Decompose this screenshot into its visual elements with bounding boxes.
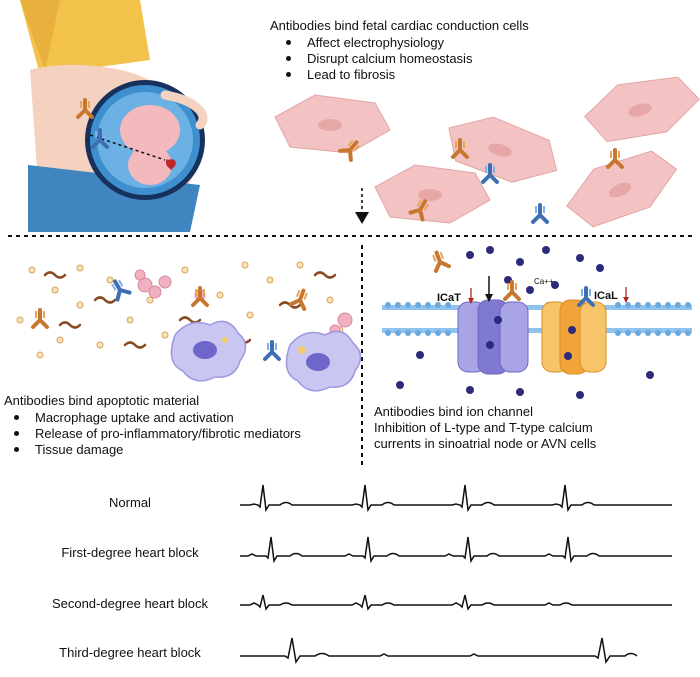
left-bullet-list: Macrophage uptake and activation Release… — [14, 410, 301, 458]
ecg-first-degree — [240, 536, 672, 564]
bullet-dot-icon — [14, 431, 19, 437]
ical-label: ICaL — [594, 290, 618, 302]
top-bullet-item: Lead to fibrosis — [286, 67, 472, 83]
ion-channel-membrane — [382, 246, 692, 399]
bullet-dot-icon — [286, 40, 291, 46]
ecg-panel — [235, 479, 675, 669]
ecg-third-degree — [240, 637, 638, 664]
left-heading: Antibodies bind apoptotic material — [4, 393, 200, 408]
left-bullet-item: Tissue damage — [14, 442, 301, 458]
ecg-normal — [240, 484, 672, 513]
right-heading-line1: Antibodies bind ion channel — [374, 404, 534, 419]
icat-label: ICaT — [437, 292, 461, 304]
pregnancy-illustration — [20, 0, 208, 232]
ecg-label-normal: Normal — [109, 495, 151, 510]
left-bullet-item: Release of pro-inflammatory/fibrotic med… — [14, 426, 301, 442]
ecg-label-third-degree: Third-degree heart block — [59, 645, 201, 660]
bullet-dot-icon — [286, 56, 291, 62]
right-heading-line3: currents in sinoatrial node or AVN cells — [374, 436, 597, 451]
top-heading: Antibodies bind fetal cardiac conduction… — [270, 18, 529, 33]
right-heading-line2: Inhibition of L-type and T-type calcium — [374, 420, 593, 435]
calcium-label: Ca++ — [534, 277, 554, 286]
top-bullet-item: Disrupt calcium homeostasis — [286, 51, 472, 67]
down-arrow-icon — [355, 188, 369, 224]
bullet-dot-icon — [14, 415, 19, 421]
bullet-dot-icon — [286, 72, 291, 78]
bullet-dot-icon — [14, 447, 19, 453]
top-bullet-item: Affect electrophysiology — [286, 35, 472, 51]
ecg-second-degree — [240, 594, 672, 611]
left-bullet-item: Macrophage uptake and activation — [14, 410, 301, 426]
apoptotic-debris — [16, 261, 362, 392]
ecg-label-first-degree: First-degree heart block — [61, 545, 199, 560]
ecg-traces — [240, 484, 672, 664]
top-bullet-list: Affect electrophysiology Disrupt calcium… — [286, 35, 472, 83]
ecg-label-second-degree: Second-degree heart block — [51, 596, 209, 611]
